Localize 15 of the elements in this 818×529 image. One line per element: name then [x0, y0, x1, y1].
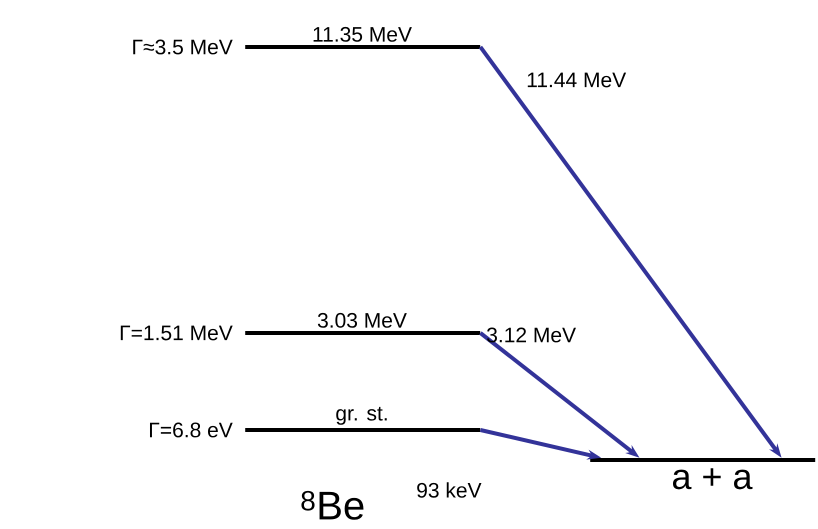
node-label: 11.35 MeV [314, 26, 412, 42]
level-width: Γ=1.51 MeV [120, 326, 233, 340]
nucleus-label: $^{8}$Be [301, 490, 364, 520]
energy-level: 11.35 MeV [245, 26, 480, 49]
edge-label: 11.44 MeV [528, 72, 626, 88]
edge-label: 3.12 MeV [487, 328, 576, 342]
energy-level: gr. st. [245, 406, 480, 432]
node-label: 3.03 MeV [318, 312, 407, 328]
level-width: Γ=6.8 eV [150, 422, 233, 438]
edge-label: 93 keV [417, 482, 482, 498]
level-width: Γ≈3.5 MeV [133, 40, 233, 54]
node-label: gr. st. [336, 406, 387, 425]
energy-level: a + a [590, 458, 816, 490]
energy-level: 3.03 MeV [245, 312, 480, 335]
node-label: a + a [672, 468, 752, 490]
